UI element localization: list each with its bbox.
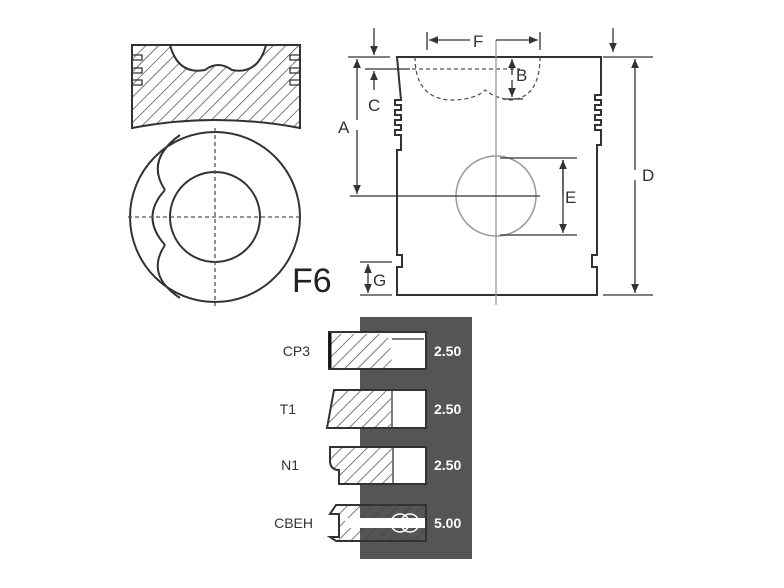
ring-width-cp3: 2.50 (434, 343, 461, 359)
dim-label-e: E (565, 188, 576, 207)
ring-cp3 (328, 331, 427, 370)
ring-cbeh (326, 504, 427, 542)
ring-label-t1: T1 (280, 401, 297, 417)
dim-label-c: C (368, 96, 380, 115)
piston-top-view (128, 128, 303, 306)
model-code-label: F6 (292, 262, 332, 300)
ring-width-cbeh: 5.00 (434, 515, 461, 531)
ring-label-cbeh: CBEH (274, 515, 313, 531)
dim-label-a: A (338, 118, 350, 137)
piston-section-view (131, 44, 301, 130)
dim-label-b: B (516, 66, 527, 85)
dim-label-d: D (642, 166, 654, 185)
ring-label-cp3: CP3 (283, 343, 310, 359)
piston-front-view (348, 28, 653, 305)
dim-label-f: F (473, 32, 483, 51)
ring-t1 (325, 389, 427, 429)
ring-n1 (329, 446, 427, 485)
ring-width-t1: 2.50 (434, 401, 461, 417)
ring-width-n1: 2.50 (434, 457, 461, 473)
ring-label-n1: N1 (281, 457, 299, 473)
dim-label-g: G (373, 271, 386, 290)
